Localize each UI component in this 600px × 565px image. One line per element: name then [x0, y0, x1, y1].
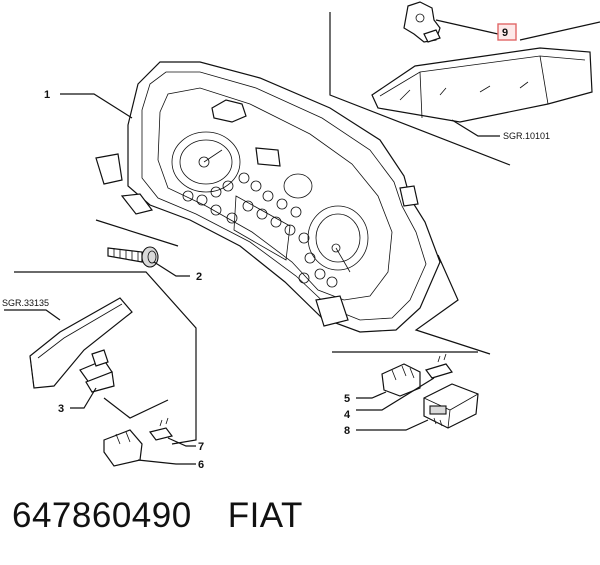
switch-3 [79, 349, 115, 393]
part-caption: 647860490 FIAT [12, 496, 303, 536]
part-number: 647860490 [12, 496, 192, 535]
callout-9-box [497, 23, 517, 41]
terminal-4 [425, 353, 453, 379]
callout-8: 8 [344, 425, 350, 437]
callout-1: 1 [44, 89, 50, 101]
callout-3: 3 [58, 403, 64, 415]
connector-sensor-9 [403, 1, 441, 43]
leader-8 [356, 419, 429, 431]
leader-2 [153, 261, 190, 277]
callout-7: 7 [198, 441, 204, 453]
instrument-cluster [95, 61, 441, 333]
brand-name: FIAT [227, 496, 303, 535]
ref-sgr-cover: SGR.10101 [503, 131, 550, 141]
relay-module-8 [423, 383, 479, 429]
terminal-7 [148, 417, 174, 441]
lower-right-section: 5 4 8 [332, 351, 479, 437]
callout-4: 4 [344, 409, 351, 421]
callout-2: 2 [196, 271, 202, 283]
screw-2 [107, 246, 159, 268]
leader-4 [356, 377, 435, 411]
steering-column-shroud [29, 297, 133, 389]
instrument-hood-cover [371, 47, 593, 123]
leader-3 [70, 387, 97, 409]
section-line-switch [103, 397, 169, 419]
ref-sgr-steering: SGR.33135 [2, 298, 49, 308]
leader-sgr-steering [4, 309, 61, 321]
leader-7 [167, 437, 196, 447]
leader-1 [60, 93, 133, 119]
leader-5 [356, 391, 387, 399]
callout-6: 6 [198, 459, 204, 471]
section-bracket-left [14, 271, 197, 445]
callout-9: 9 [502, 27, 508, 39]
leader-sgr-cover [451, 119, 500, 137]
section-line-screw [95, 219, 179, 247]
connector-block-5 [381, 363, 421, 397]
cover-section: 9 SGR.10101 [329, 1, 600, 166]
callout-5: 5 [344, 393, 350, 405]
leader-6 [137, 459, 196, 465]
cluster-section-line [414, 254, 491, 355]
lower-left-section: SGR.33135 3 7 6 [2, 271, 204, 471]
connector-block-6 [103, 429, 143, 467]
leader-9 [435, 19, 499, 35]
